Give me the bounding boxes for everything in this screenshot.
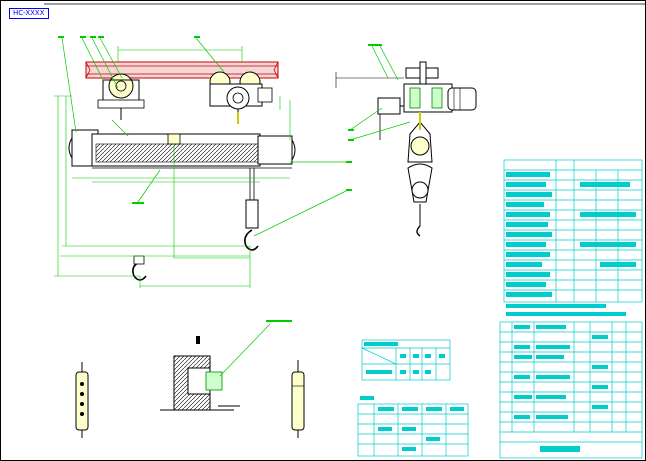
- small-table-bottom: [357, 403, 469, 457]
- small-table-top: [361, 339, 451, 381]
- front-item-markers: [58, 36, 352, 204]
- right-trolley: [209, 71, 273, 124]
- limit-switch-detail: [160, 320, 292, 411]
- rope-and-hook: [132, 168, 259, 281]
- pendant-right: [291, 360, 305, 438]
- small-table-bottom-text: [360, 396, 464, 451]
- front-dimensions: [54, 95, 291, 288]
- spec-table-upper-text: [506, 172, 636, 316]
- parts-list-table: [499, 321, 643, 459]
- parts-list-text: [514, 325, 608, 452]
- small-table-top-text: [364, 342, 445, 374]
- pendant-left: [75, 362, 89, 438]
- side-view: [335, 44, 477, 237]
- spec-table-upper: [503, 159, 643, 303]
- left-trolley: [97, 73, 145, 120]
- front-leader-lines: [61, 37, 349, 237]
- front-view: [54, 36, 352, 288]
- hoist-body: [68, 129, 296, 169]
- drawing-file-tag: HC-XXXX: [9, 8, 49, 19]
